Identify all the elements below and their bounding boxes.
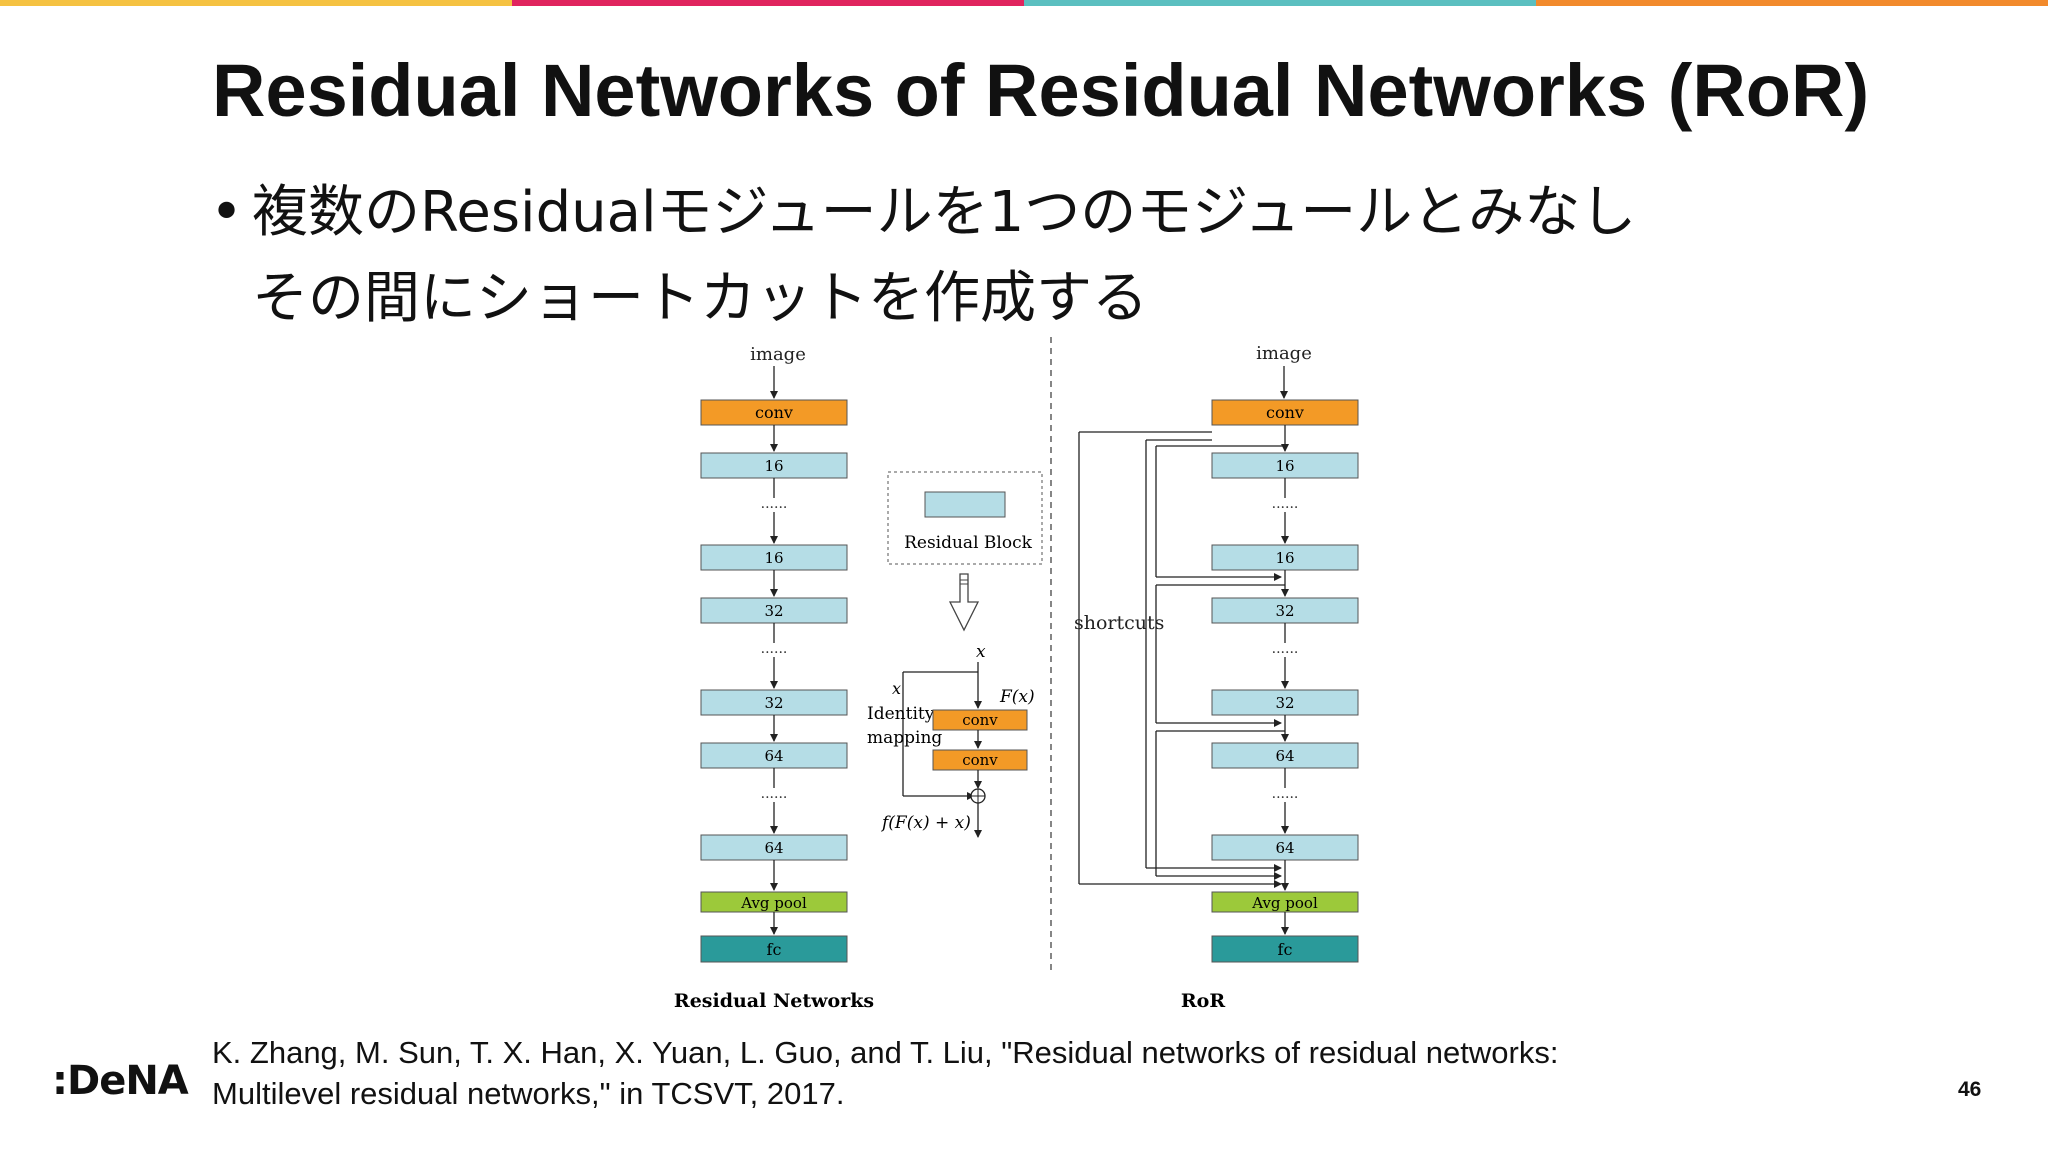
resnet-caption: Residual Networks <box>674 990 874 1012</box>
citation-line-2: Multilevel residual networks," in TCSVT,… <box>212 1076 845 1111</box>
residual-block-legend-box <box>887 471 1043 565</box>
detail-add-icon <box>970 788 986 804</box>
resnet-ellipsis-2: ...... <box>761 641 788 657</box>
resnet-ellipsis-1: ...... <box>761 496 788 512</box>
resnet-layer-32a: 32 <box>700 597 848 624</box>
ror-layer-conv: conv <box>1211 399 1359 426</box>
ror-layer-16b: 16 <box>1211 544 1359 571</box>
top-stripe-pink <box>512 0 1024 6</box>
svg-text:Avg pool: Avg pool <box>1251 894 1318 912</box>
svg-text:16: 16 <box>764 457 783 475</box>
ror-ellipsis-1: ...... <box>1272 496 1299 512</box>
top-stripe-teal <box>1024 0 1536 6</box>
ror-shortcut-inner-32 <box>1155 584 1285 727</box>
ror-diagram: image conv 16 ...... 16 32 ...... 32 64 … <box>674 337 1359 1012</box>
svg-text:32: 32 <box>1275 602 1294 620</box>
ror-layer-32a: 32 <box>1211 597 1359 624</box>
ror-input-label: image <box>1256 343 1312 364</box>
detail-output: f(F(x) + x) <box>880 813 971 833</box>
resnet-column: image conv 16 ...... 16 32 ...... 32 64 … <box>674 344 874 1012</box>
bullet-line-2: その間にショートカットを作成する <box>252 266 1148 331</box>
ror-layer-avgpool: Avg pool <box>1211 891 1359 913</box>
resnet-layer-16b: 16 <box>700 544 848 571</box>
detail-mapping: mapping <box>867 728 942 748</box>
svg-text:64: 64 <box>1275 839 1294 857</box>
detail-fx: F(x) <box>999 687 1035 707</box>
resnet-layer-avgpool: Avg pool <box>700 891 848 913</box>
resnet-layer-conv: conv <box>700 399 848 426</box>
resnet-ellipsis-3: ...... <box>761 786 788 802</box>
resnet-layer-fc: fc <box>700 935 848 963</box>
svg-text:16: 16 <box>1275 549 1294 567</box>
ror-ellipsis-3: ...... <box>1272 786 1299 802</box>
ror-layer-fc: fc <box>1211 935 1359 963</box>
shortcuts-label: shortcuts <box>1074 612 1164 634</box>
ror-shortcut-outer <box>1078 431 1282 888</box>
resnet-input-label: image <box>750 344 806 365</box>
detail-conv-2: conv <box>932 749 1028 771</box>
ror-layer-32b: 32 <box>1211 689 1359 716</box>
citation: K. Zhang, M. Sun, T. X. Han, X. Yuan, L.… <box>212 1032 1558 1114</box>
ror-caption: RoR <box>1181 990 1225 1012</box>
svg-text:16: 16 <box>764 549 783 567</box>
ror-shortcut-inner-64 <box>1155 730 1285 880</box>
page-number: 46 <box>1958 1078 1982 1101</box>
svg-text:conv: conv <box>962 711 998 729</box>
ror-shortcut-middle <box>1145 439 1282 872</box>
resnet-layer-64b: 64 <box>700 834 848 861</box>
svg-text:Avg pool: Avg pool <box>740 894 807 912</box>
detail-x-top: x <box>976 642 986 662</box>
svg-text:64: 64 <box>764 839 783 857</box>
ror-layer-64b: 64 <box>1211 834 1359 861</box>
resnet-layer-16a: 16 <box>700 452 848 479</box>
ror-shortcut-inner-16 <box>1155 445 1285 581</box>
bullet-dot: • <box>210 180 244 245</box>
dena-logo: :DeNA <box>52 1058 189 1104</box>
resnet-layer-32b: 32 <box>700 689 848 716</box>
svg-text:fc: fc <box>1278 940 1293 959</box>
ror-layer-16a: 16 <box>1211 452 1359 479</box>
svg-text:conv: conv <box>962 751 998 769</box>
residual-block-detail: Residual Block x x F(x) Identity mapping… <box>867 471 1043 838</box>
detail-identity: Identity <box>867 704 935 724</box>
top-stripe-orange <box>1536 0 2048 6</box>
ror-column: image conv 16 ...... 16 32 ...... 32 64 … <box>1074 343 1359 1012</box>
svg-text:16: 16 <box>1275 457 1294 475</box>
svg-text:32: 32 <box>764 694 783 712</box>
bullet-line-1: 複数のResidualモジュールを1つのモジュールとみなし <box>252 180 1637 245</box>
ror-ellipsis-2: ...... <box>1272 641 1299 657</box>
residual-block-legend-swatch <box>924 491 1006 518</box>
svg-text:conv: conv <box>755 403 793 422</box>
svg-text:32: 32 <box>764 602 783 620</box>
svg-text:conv: conv <box>1266 403 1304 422</box>
svg-text:64: 64 <box>1275 747 1294 765</box>
transform-arrow <box>948 573 980 632</box>
resnet-layer-64a: 64 <box>700 742 848 769</box>
svg-text:32: 32 <box>1275 694 1294 712</box>
detail-x-side: x <box>892 679 901 698</box>
svg-text:fc: fc <box>767 940 782 959</box>
detail-conv-1: conv <box>932 709 1028 731</box>
svg-text:64: 64 <box>764 747 783 765</box>
top-stripe-yellow <box>0 0 512 6</box>
slide-title: Residual Networks of Residual Networks (… <box>212 49 1870 132</box>
citation-line-1: K. Zhang, M. Sun, T. X. Han, X. Yuan, L.… <box>212 1035 1559 1070</box>
residual-block-legend-label: Residual Block <box>904 533 1033 553</box>
ror-layer-64a: 64 <box>1211 742 1359 769</box>
